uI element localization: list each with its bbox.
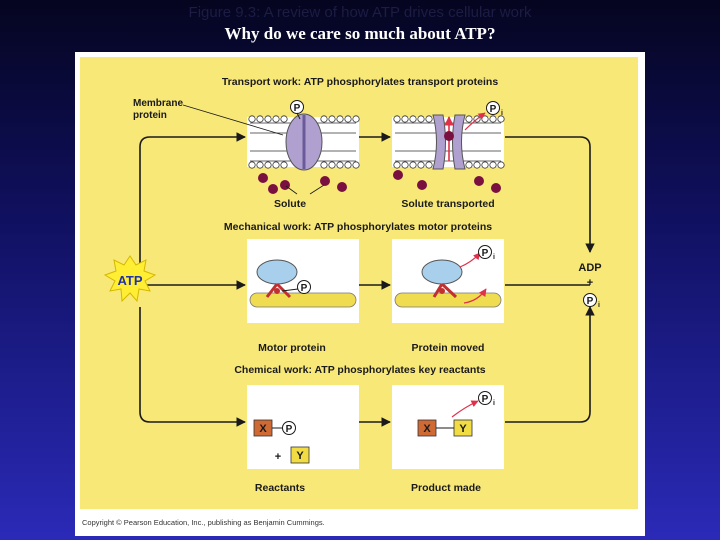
atp-burst: ATP <box>103 255 157 303</box>
solute-transported-caption: Solute transported <box>401 198 494 210</box>
motor-head-right <box>421 259 463 285</box>
transport-heading: Transport work: ATP phosphorylates trans… <box>222 76 499 88</box>
adp-plus: + <box>587 277 593 289</box>
transport-protein-open-left <box>432 114 446 170</box>
reactant-panel-left: X P + Y <box>247 385 359 469</box>
product-panel-right: X Y <box>392 385 504 469</box>
plus-sign: + <box>275 451 281 463</box>
pi-symbol-motor: P i <box>478 245 495 261</box>
figure-frame: Transport work: ATP phosphorylates trans… <box>75 52 645 536</box>
solute-molecules-left <box>258 173 347 194</box>
ghost-slide-title: Figure 9.3: A review of how ATP drives c… <box>188 4 532 21</box>
chemical-heading: Chemical work: ATP phosphorylates key re… <box>234 364 485 376</box>
motor-protein-caption: Motor protein <box>258 342 326 354</box>
cycle-arrows <box>139 132 595 427</box>
solute-molecules-right <box>393 170 501 193</box>
svg-text:P: P <box>301 283 308 294</box>
diagram-panel: Transport work: ATP phosphorylates trans… <box>80 57 638 509</box>
adp-pi-products: ADP + P i <box>578 262 601 309</box>
svg-text:Y: Y <box>459 423 467 435</box>
phosphate-symbol-chem <box>282 421 296 435</box>
atp-work-diagram: Transport work: ATP phosphorylates trans… <box>103 76 602 494</box>
y-reactant-box <box>290 446 310 464</box>
reactants-caption: Reactants <box>255 482 305 494</box>
svg-text:P: P <box>482 248 489 259</box>
svg-text:X: X <box>423 423 431 435</box>
svg-text:P: P <box>490 104 497 115</box>
pi-symbol-chem: P i <box>478 391 495 407</box>
phosphate-symbol: P <box>290 100 304 120</box>
membrane-protein-label: Membrane protein <box>133 98 284 136</box>
transport-protein-open-right <box>452 114 466 170</box>
atp-label: ATP <box>117 273 142 288</box>
svg-text:i: i <box>493 400 495 407</box>
membrane-left <box>247 113 360 171</box>
phosphate-symbol-motor <box>297 280 311 294</box>
svg-text:i: i <box>501 110 503 117</box>
copyright-notice: Copyright © Pearson Education, Inc., pub… <box>82 518 325 527</box>
svg-text:P: P <box>294 103 301 114</box>
adp-pi-symbol: P <box>587 296 594 307</box>
membrane-right <box>392 114 505 170</box>
solute-caption: Solute <box>274 198 306 210</box>
mechanical-heading: Mechanical work: ATP phosphorylates moto… <box>224 221 492 233</box>
actin-filament-right <box>394 292 502 308</box>
svg-text:i: i <box>598 302 600 309</box>
adp-label: ADP <box>578 262 601 274</box>
svg-text:protein: protein <box>133 110 167 121</box>
svg-text:P: P <box>286 424 293 435</box>
y-label: Y <box>296 450 304 462</box>
x-label: X <box>259 423 267 435</box>
svg-text:i: i <box>493 254 495 261</box>
svg-text:Membrane: Membrane <box>133 98 183 109</box>
product-made-caption: Product made <box>411 482 481 494</box>
motor-head-left <box>256 259 298 285</box>
protein-moved-caption: Protein moved <box>412 342 485 354</box>
motor-panel-left: P <box>247 239 359 323</box>
slide-title: Why do we care so much about ATP? <box>224 24 496 43</box>
solute-in-channel <box>444 131 454 141</box>
pi-symbol-transport: P i <box>464 101 503 131</box>
svg-text:P: P <box>482 394 489 405</box>
actin-filament-left <box>249 292 357 308</box>
